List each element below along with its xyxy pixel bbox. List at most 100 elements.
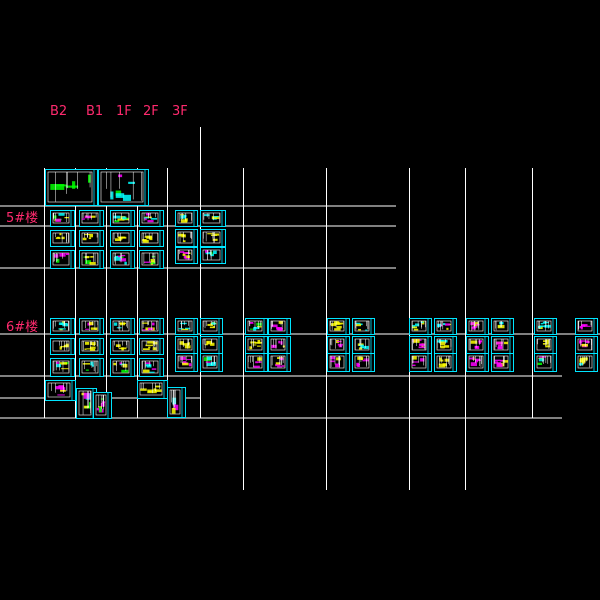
cover-sheet <box>45 169 98 206</box>
plan-outline <box>141 340 159 352</box>
room-fill <box>90 327 98 330</box>
plan-sheet-6 <box>50 318 75 335</box>
plan-outline <box>270 338 286 351</box>
plan-outline <box>141 212 159 224</box>
room-fill <box>82 363 91 365</box>
plan-sheet-6 <box>79 318 104 335</box>
room-fill <box>539 325 547 328</box>
plan-sheet-6 <box>50 358 75 377</box>
room-fill <box>146 364 152 368</box>
plan-outline <box>202 320 218 332</box>
room-fill <box>58 322 64 326</box>
room-fill <box>253 326 260 330</box>
room-fill <box>496 341 503 345</box>
plan-sheet-6 <box>79 338 104 355</box>
room-fill <box>56 258 60 263</box>
detail-sheet <box>93 392 112 419</box>
plan-outline <box>52 340 70 352</box>
room-fill <box>206 340 213 345</box>
room-fill <box>470 322 476 326</box>
room-fill <box>441 340 448 343</box>
room-fill <box>122 216 127 220</box>
room-fill <box>85 328 90 330</box>
room-fill <box>59 362 68 365</box>
room-fill <box>183 255 187 259</box>
room-fill <box>59 253 66 257</box>
room-fill <box>545 339 550 344</box>
floor-label-b1: B1 <box>86 104 104 119</box>
plan-sheet-5 <box>79 230 104 247</box>
plan-sheet-6 <box>575 318 598 335</box>
plan-outline <box>47 382 71 398</box>
room-fill <box>330 360 335 363</box>
room-fill <box>180 356 186 360</box>
room-fill <box>444 345 450 348</box>
room-fill <box>358 347 363 350</box>
plan-outline <box>270 355 286 369</box>
room-fill <box>337 340 342 343</box>
room-fill <box>58 385 65 389</box>
room-fill <box>255 361 259 364</box>
room-fill <box>182 252 189 255</box>
sheet-frame <box>79 358 104 377</box>
plan-outline <box>112 360 130 374</box>
room-fill <box>330 323 337 327</box>
room-fill <box>100 398 105 400</box>
room-fill <box>413 328 419 331</box>
room-fill <box>213 216 219 218</box>
room-fill <box>359 346 366 349</box>
room-fill <box>120 256 124 258</box>
plan-outline <box>47 171 93 203</box>
plan-outline <box>411 338 427 351</box>
plan-sheet-6 <box>175 336 198 354</box>
room-fill <box>257 345 261 347</box>
plan-outline <box>177 249 193 261</box>
room-fill <box>97 406 103 408</box>
room-fill <box>72 181 76 189</box>
room-fill <box>114 238 122 242</box>
room-fill <box>439 357 442 360</box>
room-fill <box>147 220 154 223</box>
room-fill <box>142 322 149 324</box>
room-fill <box>207 233 215 235</box>
room-fill <box>54 254 59 258</box>
room-fill <box>114 256 121 261</box>
plan-sheet-6 <box>534 353 557 372</box>
room-fill <box>336 357 341 361</box>
room-fill <box>444 323 450 326</box>
room-fill <box>496 362 502 366</box>
room-fill <box>544 324 551 328</box>
room-fill <box>357 363 361 367</box>
room-fill <box>182 362 189 366</box>
plan-sheet-6 <box>110 358 135 377</box>
room-fill <box>438 363 446 368</box>
room-fill <box>89 261 96 265</box>
room-fill <box>184 327 191 330</box>
room-fill <box>249 328 254 330</box>
room-fill <box>81 392 86 396</box>
floor-label-1f: 1F <box>116 104 132 119</box>
plan-sheet-6 <box>352 336 375 354</box>
room-fill <box>118 347 123 350</box>
plan-outline <box>52 232 70 244</box>
plan-outline <box>202 355 218 369</box>
room-fill <box>155 385 161 388</box>
room-fill <box>182 343 189 346</box>
drawing-sheets <box>45 169 598 419</box>
building-label-5: 5#楼 <box>6 211 39 226</box>
room-fill <box>128 181 136 184</box>
room-fill <box>470 340 478 344</box>
plan-sheet-6 <box>352 318 375 335</box>
room-fill <box>213 233 220 236</box>
room-fill <box>186 359 192 361</box>
room-fill <box>121 347 127 350</box>
plan-outline <box>141 252 159 266</box>
room-fill <box>278 340 281 344</box>
room-fill <box>65 253 69 256</box>
plan-outline <box>536 320 552 332</box>
plan-outline <box>202 249 221 261</box>
room-fill <box>578 362 583 366</box>
room-fill <box>206 363 214 367</box>
room-fill <box>362 359 369 362</box>
